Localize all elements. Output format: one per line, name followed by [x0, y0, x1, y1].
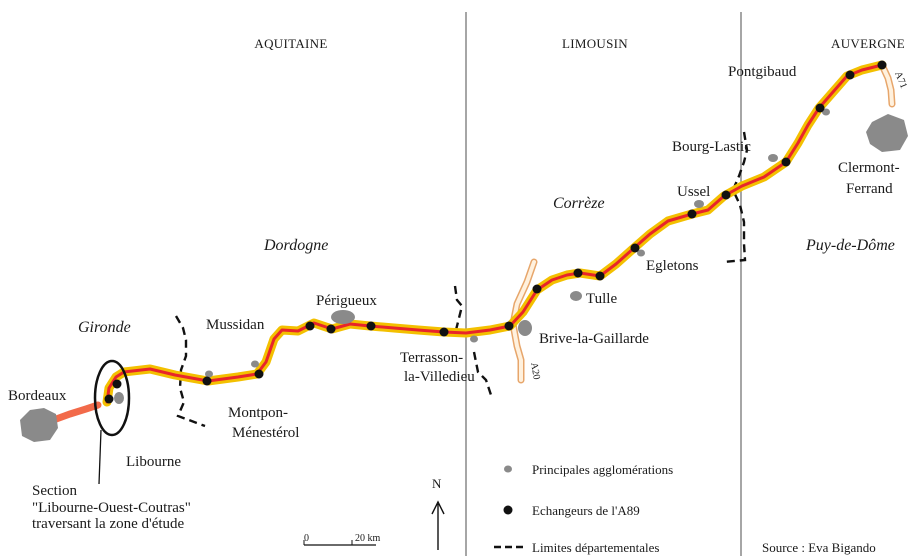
legend: Principales agglomérations Echangeurs de…	[494, 462, 673, 555]
pontgibaud-agglomeration	[822, 108, 830, 116]
montpon-agglomeration	[205, 370, 213, 378]
bordeaux-agglomeration	[20, 408, 58, 442]
region-aquitaine: AQUITAINE	[254, 36, 327, 51]
city-tulle: Tulle	[586, 291, 617, 307]
bordeaux-branch	[44, 401, 102, 426]
north-label: N	[432, 476, 442, 491]
brive-agglomeration	[518, 320, 532, 336]
city-montpon-line2: Ménestérol	[232, 425, 299, 441]
city-mussidan: Mussidan	[206, 317, 265, 333]
clermont-agglomeration	[866, 114, 908, 152]
terrasson-agglomeration	[470, 335, 478, 343]
city-clermont-line1: Clermont-	[838, 160, 900, 176]
city-libourne: Libourne	[126, 454, 181, 470]
dept-dordogne: Dordogne	[263, 237, 328, 254]
road-label-a71: A71	[892, 70, 909, 90]
libourne-agglomeration	[114, 392, 124, 404]
perigueux-agglomeration	[331, 310, 355, 324]
source-credit: Source : Eva Bigando	[762, 540, 876, 555]
tulle-agglomeration	[570, 291, 582, 301]
dept-puy-de-dome: Puy-de-Dôme	[805, 237, 895, 254]
legend-interchange-swatch	[503, 505, 513, 515]
city-bordeaux: Bordeaux	[8, 388, 67, 404]
dept-gironde: Gironde	[78, 319, 131, 336]
ussel-agglomeration	[694, 200, 704, 208]
north-arrow: N	[431, 476, 445, 550]
section-label-line2: "Libourne-Ouest-Coutras"	[32, 500, 191, 516]
scale-zero: 0	[304, 533, 309, 544]
city-ussel: Ussel	[677, 184, 710, 200]
section-pointer-line	[98, 429, 102, 485]
section-label-line1: Section	[32, 483, 77, 499]
mussidan-agglomeration	[251, 360, 259, 368]
agglomerations	[20, 108, 908, 442]
region-limousin: LIMOUSIN	[562, 36, 628, 51]
section-label-line3: traversant la zone d'étude	[32, 516, 185, 532]
city-terrasson-line2: la-Villedieu	[404, 369, 475, 385]
interchanges	[104, 60, 887, 404]
legend-agglomeration-swatch	[504, 465, 512, 473]
scale-twenty: 20 km	[355, 533, 381, 544]
city-perigueux: Périgueux	[316, 293, 377, 309]
legend-limites: Limites départementales	[532, 540, 659, 555]
city-pontgibaud: Pontgibaud	[728, 64, 797, 80]
a89-motorway	[102, 60, 887, 407]
city-montpon-line1: Montpon-	[228, 405, 288, 421]
city-egletons: Egletons	[646, 258, 699, 274]
city-bourg-lastic: Bourg-Lastic	[672, 139, 751, 155]
dept-correze: Corrèze	[553, 195, 605, 212]
bourg-lastic-agglomeration	[768, 154, 778, 162]
region-auvergne: AUVERGNE	[831, 36, 905, 51]
egletons-agglomeration	[637, 249, 645, 257]
city-clermont-line2: Ferrand	[846, 181, 893, 197]
scale-bar: 0 20 km	[303, 533, 381, 546]
city-terrasson-line1: Terrasson-	[400, 350, 463, 366]
section-highlight-ellipse	[93, 359, 131, 437]
road-label-a20: A20	[528, 362, 542, 381]
legend-echangeurs: Echangeurs de l'A89	[532, 503, 640, 518]
city-brive: Brive-la-Gaillarde	[539, 331, 649, 347]
legend-agglomerations: Principales agglomérations	[532, 462, 673, 477]
